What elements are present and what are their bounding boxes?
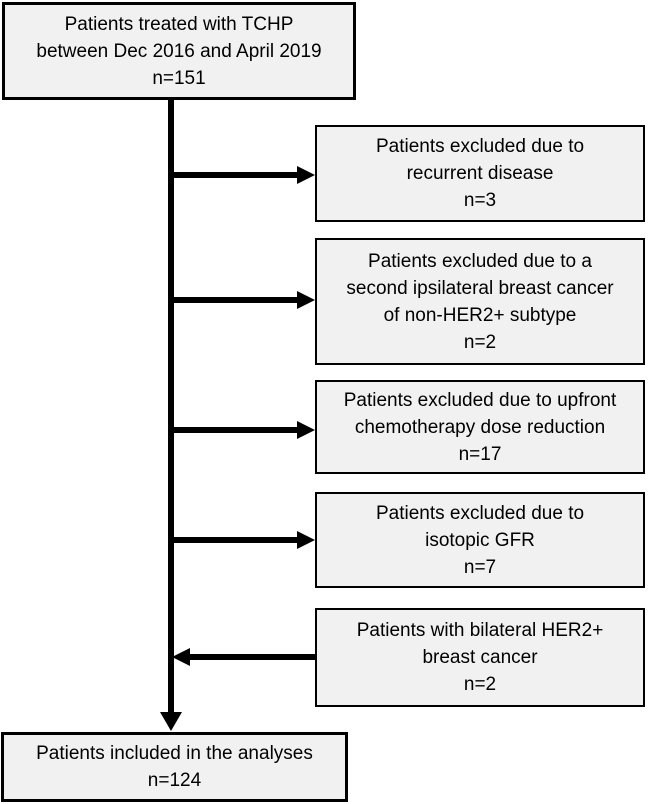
node-included-in-analyses-text: Patients included in the analyses n=124 (36, 743, 313, 791)
right-arrowhead-icon (297, 421, 315, 439)
down-arrowhead-icon (160, 712, 182, 731)
right-arrowhead-icon (297, 291, 315, 309)
node-excluded-isotopic-gfr: Patients excluded due to isotopic GFR n=… (315, 492, 645, 588)
node-excluded-upfront-dose-reduction: Patients excluded due to upfront chemoth… (315, 380, 645, 474)
node-included-in-analyses: Patients included in the analyses n=124 (1, 732, 348, 802)
connector-bilateral-her2-inflow (190, 654, 316, 660)
connector-excluded-upfront-dose (171, 427, 298, 433)
main-flow-line (168, 100, 174, 713)
node-excluded-second-ipsilateral: Patients excluded due to a second ipsila… (315, 238, 645, 365)
left-arrowhead-icon (172, 648, 190, 666)
node-excluded-recurrent-disease-text: Patients excluded due to recurrent disea… (375, 136, 585, 211)
connector-excluded-isotopic-gfr (171, 537, 298, 543)
node-excluded-upfront-dose-reduction-text: Patients excluded due to upfront chemoth… (343, 389, 617, 465)
node-bilateral-her2-inflow: Patients with bilateral HER2+ breast can… (315, 608, 645, 707)
right-arrowhead-icon (297, 531, 315, 549)
connector-excluded-recurrent (171, 172, 298, 178)
node-excluded-isotopic-gfr-text: Patients excluded due to isotopic GFR n=… (375, 502, 585, 578)
node-excluded-second-ipsilateral-text: Patients excluded due to a second ipsila… (346, 250, 614, 353)
right-arrowhead-icon (297, 166, 315, 184)
node-excluded-recurrent-disease: Patients excluded due to recurrent disea… (315, 125, 645, 222)
node-source: Patients treated with TCHP between Dec 2… (2, 2, 356, 100)
node-bilateral-her2-inflow-text: Patients with bilateral HER2+ breast can… (356, 620, 604, 695)
connector-excluded-second-ipsilateral (171, 297, 298, 303)
node-source-text: Patients treated with TCHP between Dec 2… (36, 13, 322, 89)
